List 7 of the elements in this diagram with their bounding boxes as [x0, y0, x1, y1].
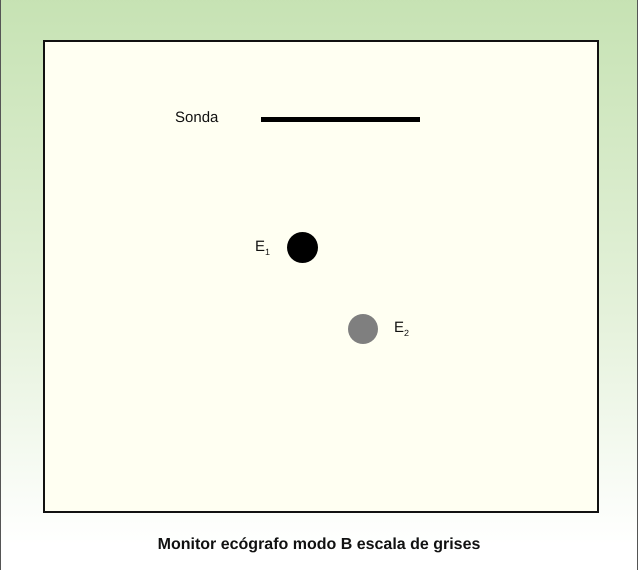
probe-label: E$_{2}$ [394, 319, 410, 338]
probe-bar [261, 117, 420, 122]
probe-label: E$_{1}$ [255, 238, 270, 257]
probe-label: Sonda [175, 109, 218, 126]
echo-dot [348, 314, 378, 344]
caption: Monitor ecógrafo modo B escala de grises [156, 536, 482, 554]
echo-dot [287, 232, 318, 263]
